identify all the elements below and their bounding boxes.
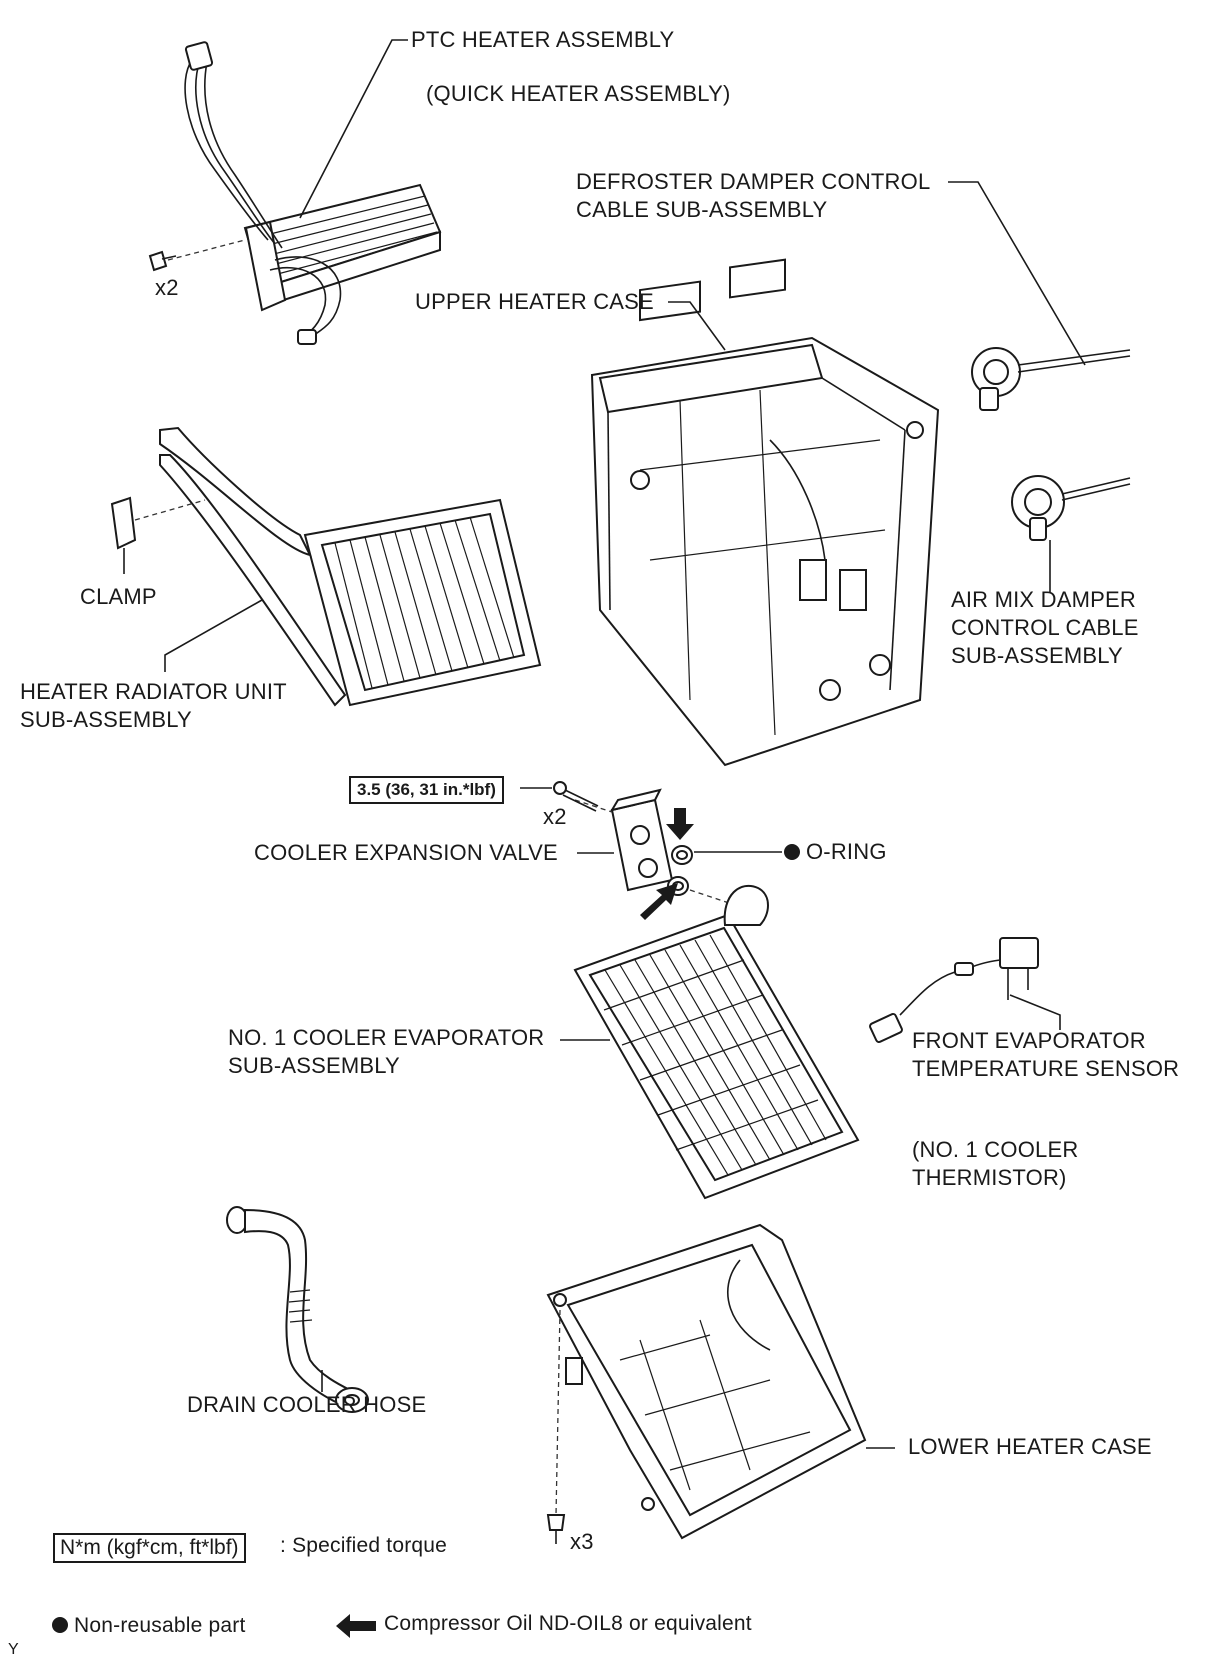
o-ring-icons	[667, 845, 736, 906]
label-air-mix-line2: CONTROL CABLE	[951, 615, 1139, 640]
oil-arrow-icon	[640, 808, 694, 920]
defroster-leader-line	[948, 181, 1086, 366]
non-reusable-dot-icon	[784, 844, 800, 860]
lower-case-screw-icon	[546, 1309, 566, 1544]
label-air-mix-line3: SUB-ASSEMBLY	[951, 643, 1123, 668]
label-ptc-screw-qty: x2	[155, 275, 179, 300]
ptc-screw-icon	[148, 239, 246, 272]
label-valve-bolt-qty: x2	[543, 804, 567, 829]
label-lower-heater-case: LOWER HEATER CASE	[908, 1434, 1152, 1459]
upper-case-leader-line	[668, 301, 726, 351]
label-thermistor-line1: (NO. 1 COOLER	[912, 1137, 1079, 1162]
cooler-expansion-valve	[574, 788, 674, 892]
no1-cooler-evaporator	[573, 884, 860, 1200]
torque-spec-box: 3.5 (36, 31 in.*lbf)	[349, 776, 504, 804]
label-clamp: CLAMP	[80, 584, 157, 609]
label-lower-screw-qty: x3	[570, 1529, 594, 1554]
valve-bolt-icon	[553, 781, 599, 812]
label-heater-radiator-line2: SUB-ASSEMBLY	[20, 707, 192, 732]
label-evaporator-line2: SUB-ASSEMBLY	[228, 1053, 400, 1078]
legend-arrow-icon	[336, 1614, 376, 1638]
label-defroster-line1: DEFROSTER DAMPER CONTROL	[576, 169, 931, 194]
corner-mark: Y	[8, 1641, 19, 1658]
label-thermistor-line2: THERMISTOR)	[912, 1165, 1067, 1190]
legend-non-reusable-text: Non-reusable part	[74, 1614, 246, 1637]
front-evaporator-temperature-sensor	[869, 937, 1039, 1043]
defroster-damper-cable	[971, 347, 1131, 411]
label-upper-heater-case: UPPER HEATER CASE	[415, 289, 654, 314]
radiator-leader-line	[164, 599, 263, 672]
label-front-evap-line2: TEMPERATURE SENSOR	[912, 1056, 1180, 1081]
heater-radiator-unit	[159, 426, 542, 707]
label-o-ring-text: O-RING	[806, 839, 887, 864]
legend-non-reusable: Non-reusable part	[52, 1612, 246, 1640]
ptc-leader-line	[299, 39, 408, 219]
air-mix-damper-cable	[1011, 475, 1131, 541]
lower-heater-case	[546, 1223, 867, 1540]
legend-torque-unit-box: N*m (kgf*cm, ft*lbf)	[53, 1533, 246, 1563]
label-cooler-expansion-valve: COOLER EXPANSION VALVE	[254, 840, 558, 865]
drain-cooler-hose	[226, 1206, 369, 1413]
label-quick-heater-assembly: (QUICK HEATER ASSEMBLY)	[426, 81, 731, 106]
legend-torque-desc: : Specified torque	[280, 1534, 448, 1557]
ptc-heater-assembly	[184, 41, 442, 345]
label-evaporator-line1: NO. 1 COOLER EVAPORATOR	[228, 1025, 545, 1050]
upper-heater-case	[590, 258, 940, 767]
label-front-evap-line1: FRONT EVAPORATOR	[912, 1028, 1146, 1053]
legend-compressor-oil: Compressor Oil ND-OIL8 or equivalent	[384, 1612, 752, 1635]
label-o-ring: O-RING	[784, 838, 887, 866]
label-ptc-heater-assembly: PTC HEATER ASSEMBLY	[411, 27, 675, 52]
sensor-leader-line	[1009, 994, 1061, 1030]
label-defroster-line2: CABLE SUB-ASSEMBLY	[576, 197, 828, 222]
legend-dot-icon	[52, 1617, 68, 1633]
label-air-mix-line1: AIR MIX DAMPER	[951, 587, 1136, 612]
label-heater-radiator-line1: HEATER RADIATOR UNIT	[20, 679, 287, 704]
label-drain-cooler-hose: DRAIN COOLER HOSE	[187, 1392, 427, 1417]
clamp-icon	[110, 496, 206, 550]
